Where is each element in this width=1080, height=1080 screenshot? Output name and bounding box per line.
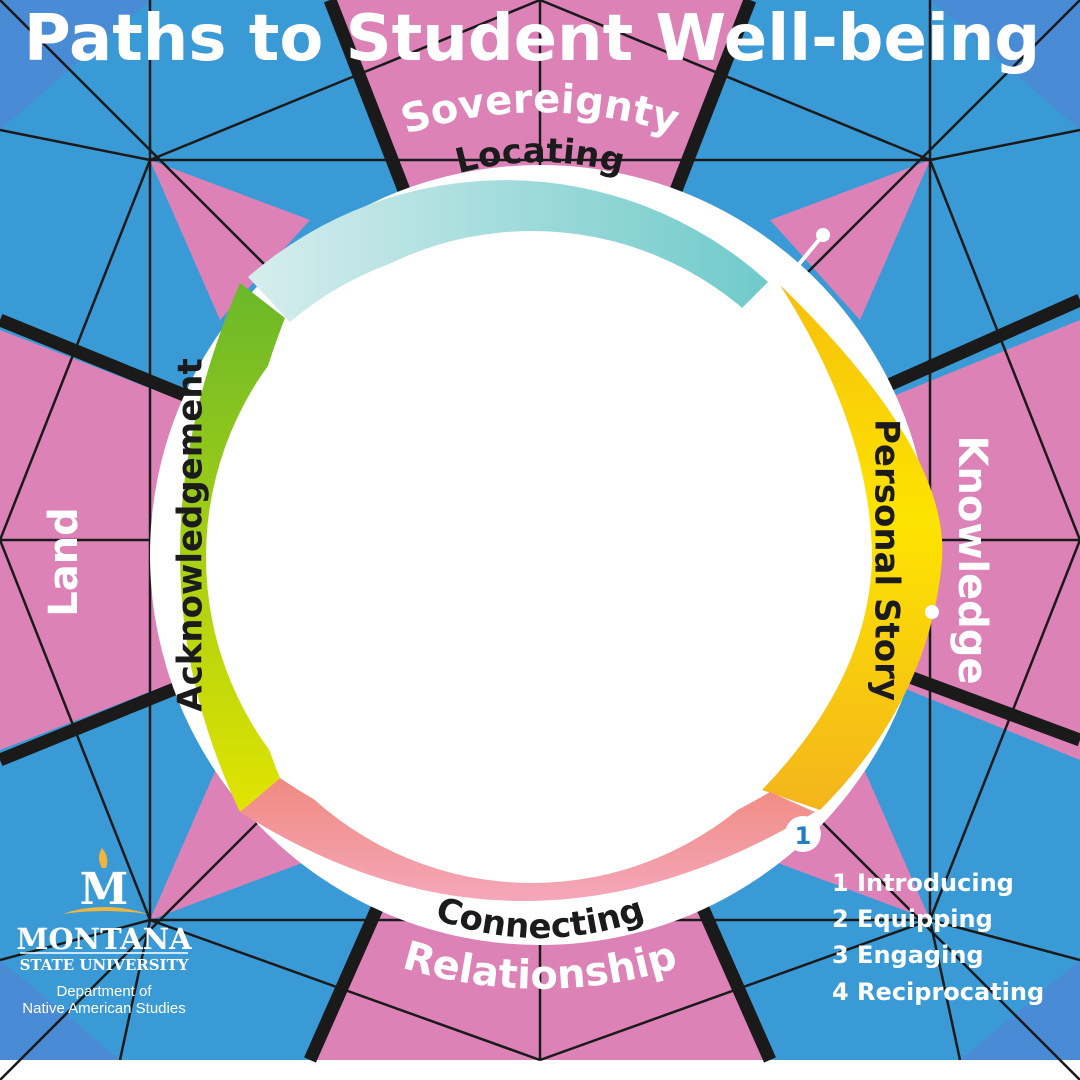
mosaic-line xyxy=(929,128,1080,162)
mosaic-line xyxy=(118,919,152,1061)
legend-item-reciprocating: 4 Reciprocating xyxy=(832,978,1044,1006)
outer-label-knowledge: Knowledge xyxy=(949,435,995,684)
progress-connector xyxy=(788,233,825,277)
legend: 1 Introducing 2 Equipping 3 Engaging 4 R… xyxy=(832,869,1044,1006)
ring-label-personal-story: Personal Story xyxy=(867,419,907,701)
mosaic-line xyxy=(149,0,541,162)
step-badge-circle xyxy=(785,816,821,852)
bottom-white-strip xyxy=(0,1060,1080,1080)
mosaic-line xyxy=(0,128,151,162)
mosaic-pink-nw xyxy=(150,160,310,320)
mosaic-corner-bl xyxy=(0,960,120,1060)
logo-flame-icon xyxy=(99,848,108,868)
legend-item-introducing: 1 Introducing xyxy=(832,869,1014,897)
wheel-inner-white xyxy=(206,231,858,883)
mosaic-line xyxy=(929,918,1080,962)
segment-connecting xyxy=(240,778,815,901)
segment-locating xyxy=(248,180,768,328)
msu-logo: M MONTANA STATE UNIVERSITY Department of… xyxy=(16,848,192,1017)
legend-item-engaging: 3 Engaging xyxy=(832,941,984,969)
mosaic-line xyxy=(928,539,1080,921)
mosaic-line xyxy=(539,0,931,162)
page-title: Paths to Student Well-being xyxy=(24,2,1040,76)
progress-dot-right xyxy=(925,605,939,619)
mosaic-pink-se xyxy=(770,760,930,920)
logo-gold-swoosh xyxy=(62,907,148,914)
mosaic-corner-tr xyxy=(930,0,1080,130)
mosaic-pink-ne xyxy=(770,160,930,320)
mosaic-corner-br xyxy=(960,960,1080,1060)
legend-item-equipping: 2 Equipping xyxy=(832,905,993,933)
mosaic-line xyxy=(928,159,1080,541)
mosaic-corner-tl xyxy=(0,0,150,130)
wheel: 1 Locating Personal Story Connecting Ack… xyxy=(150,131,943,947)
logo-university-name: MONTANA xyxy=(16,922,192,956)
outer-label-land: Land xyxy=(41,507,87,617)
mosaic-pink-sw xyxy=(150,760,310,920)
step-badge-number: 1 xyxy=(795,822,812,850)
step-badge: 1 xyxy=(785,816,821,852)
segment-personal-story xyxy=(762,285,943,810)
mosaic-line xyxy=(928,919,962,1061)
logo-m-mark: M xyxy=(80,864,129,915)
logo-university-subtitle: STATE UNIVERSITY xyxy=(20,956,189,974)
logo-department-line2: Native American Studies xyxy=(22,1000,185,1017)
ring-label-acknowledgement: Acknowledgement xyxy=(171,358,211,711)
logo-department-line1: Department of xyxy=(56,983,152,1000)
